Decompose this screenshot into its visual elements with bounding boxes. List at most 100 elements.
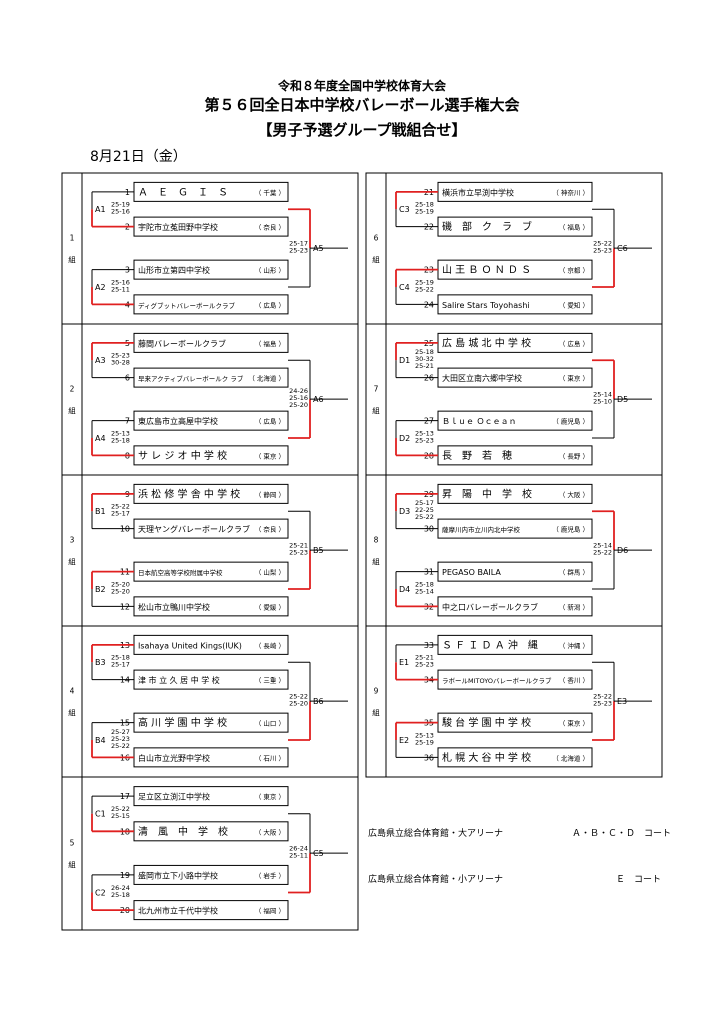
set-score: 30-32 <box>415 355 434 363</box>
team-prefecture: （ 福島 ） <box>559 223 589 232</box>
match-id: A3 <box>95 356 106 365</box>
team-prefecture: （ 長崎 ） <box>255 641 285 650</box>
team-name: 北九州市立千代中学校 <box>138 906 218 916</box>
final-set-score: 26-24 <box>289 845 308 853</box>
set-score: 25-21 <box>415 362 434 370</box>
set-score: 25-19 <box>415 208 434 216</box>
team-prefecture: （ 福島 ） <box>255 339 285 348</box>
set-score: 25-18 <box>111 654 130 662</box>
team-name: 札 幌 大 谷 中 学 校 <box>442 751 531 764</box>
final-set-score: 24-26 <box>289 387 308 395</box>
final-set-score: 25-23 <box>289 549 308 557</box>
group-suffix: 組 <box>372 406 380 416</box>
set-score: 25-23 <box>111 352 130 360</box>
set-score: 25-11 <box>111 286 130 294</box>
final-set-score: 25-11 <box>289 852 308 860</box>
final-match-id: A6 <box>313 395 324 404</box>
group-number: 5 <box>70 839 75 848</box>
set-score: 25-13 <box>415 430 434 438</box>
final-set-score: 25-22 <box>593 240 612 248</box>
final-set-score: 25-22 <box>289 693 308 701</box>
final-set-score: 25-17 <box>289 240 308 248</box>
set-score: 25-22 <box>111 503 130 511</box>
bracket-title: 【男子予選グループ戦組合せ】 <box>257 121 467 139</box>
team-prefecture: （ 山口 ） <box>255 719 285 728</box>
team-name: ラボールMITOYOバレーボールクラブ <box>442 676 552 685</box>
match-id: E2 <box>399 736 409 745</box>
match-id: D3 <box>399 507 410 516</box>
group-suffix: 組 <box>372 255 380 265</box>
set-score: 25-18 <box>415 348 434 356</box>
group-suffix: 組 <box>68 406 76 416</box>
set-score: 25-23 <box>415 661 434 669</box>
venue-sub-name: 広島県立総合体育館・小アリーナ <box>368 875 504 885</box>
team-name: 宇陀市立菟田野中学校 <box>138 222 218 232</box>
team-name: 白山市立光野中学校 <box>138 753 210 763</box>
set-score: 25-13 <box>111 430 130 438</box>
final-match-id: C5 <box>313 849 324 858</box>
final-set-score: 25-23 <box>593 700 612 708</box>
team-prefecture: （ 奈良 ） <box>255 223 285 232</box>
team-name: 大田区立南六郷中学校 <box>442 373 522 383</box>
team-name: Ｓ Ｆ Ｉ Ｄ Ａ 沖 縄 <box>442 638 538 651</box>
team-name: 高 川 学 園 中 学 校 <box>138 716 227 729</box>
team-name: 清 風 中 学 校 <box>138 825 228 838</box>
team-name: 長 野 若 穂 <box>442 449 512 462</box>
match-id: B4 <box>95 736 106 745</box>
final-set-score: 25-16 <box>289 394 308 402</box>
match-id: B1 <box>95 507 106 516</box>
championship-title: 第５６回全日本中学校バレーボール選手権大会 <box>204 96 520 114</box>
set-score: 25-23 <box>111 735 130 743</box>
set-score: 25-22 <box>111 742 130 750</box>
team-prefecture: （ 山形 ） <box>255 266 285 275</box>
team-prefecture: （ 新潟 ） <box>559 602 589 611</box>
team-prefecture: （ 広島 ） <box>559 339 589 348</box>
team-name: 早来アクティブバレーボールク ラブ <box>138 374 244 383</box>
group-suffix: 組 <box>68 860 76 870</box>
set-score: 25-17 <box>111 661 130 669</box>
team-name: 磯 部 ク ラ ブ <box>442 220 532 233</box>
team-name: 日本航空高等学校附属中学校 <box>138 568 223 577</box>
set-score: 25-18 <box>111 891 130 899</box>
set-score: 25-13 <box>415 732 434 740</box>
team-name: 横浜市立早渕中学校 <box>442 187 514 197</box>
group-suffix: 組 <box>372 708 380 718</box>
team-name: PEGASO BAILA <box>442 568 501 577</box>
set-score: 25-21 <box>415 654 434 662</box>
team-prefecture: （ 鹿児島 ） <box>552 525 589 534</box>
final-match-id: C6 <box>617 244 628 253</box>
team-prefecture: （ 大阪 ） <box>255 827 285 836</box>
final-match-id: D6 <box>617 546 628 555</box>
group-number: 8 <box>374 536 379 545</box>
team-prefecture: （ 三重 ） <box>255 677 285 685</box>
final-set-score: 25-10 <box>593 398 612 406</box>
team-prefecture: （ 東京 ） <box>255 792 285 801</box>
team-name: 天理ヤングバレーボールクラブ <box>138 524 250 534</box>
match-id: C1 <box>95 810 106 819</box>
set-score: 25-18 <box>415 581 434 589</box>
final-set-score: 25-14 <box>593 542 612 550</box>
team-name: ディグブットバレーボールクラブ <box>138 301 236 310</box>
team-name: 山 王 Ｂ Ｏ Ｎ Ｄ Ｓ <box>442 264 531 276</box>
team-name: 薩摩川内市立川内北中学校 <box>442 525 521 534</box>
set-score: 25-16 <box>111 208 130 216</box>
set-score: 25-19 <box>415 739 434 747</box>
match-date: 8月21日（金） <box>90 149 187 165</box>
group-suffix: 組 <box>68 708 76 718</box>
set-score: 25-20 <box>111 581 130 589</box>
set-score: 25-19 <box>111 201 130 209</box>
team-prefecture: （ 東京 ） <box>255 451 285 460</box>
team-prefecture: （ 北海道 ） <box>248 374 285 383</box>
set-score: 30-28 <box>111 359 130 367</box>
team-prefecture: （ 神奈川 ） <box>552 188 589 197</box>
match-id: E1 <box>399 658 409 667</box>
team-prefecture: （ 東京 ） <box>559 374 589 383</box>
venue-sub-courts: Ｅ コート <box>616 875 662 885</box>
team-prefecture: （ 京都 ） <box>559 266 589 275</box>
team-prefecture: （ 広島 ） <box>255 417 285 426</box>
team-name: 藤間バレーボールクラブ <box>138 338 226 348</box>
team-prefecture: （ 沖縄 ） <box>559 641 589 650</box>
final-set-score: 25-20 <box>289 401 308 409</box>
match-id: D4 <box>399 585 410 594</box>
team-prefecture: （ 大阪 ） <box>559 490 589 499</box>
